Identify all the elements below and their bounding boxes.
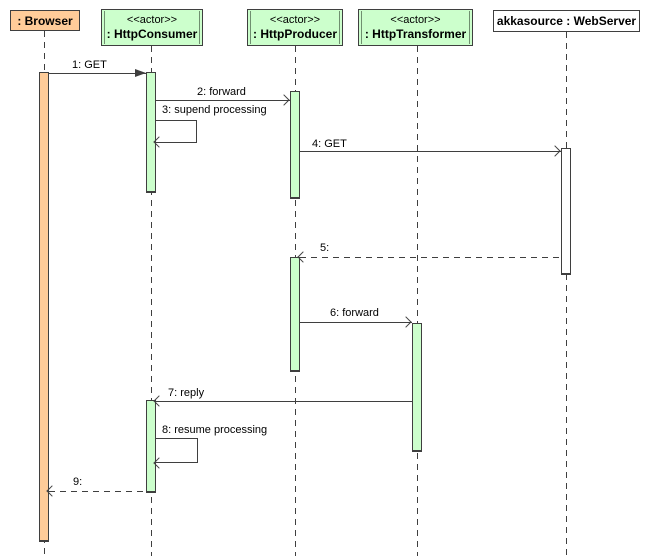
message-3-label: 3: supend processing [162, 104, 267, 116]
participant-name: : Browser [17, 13, 73, 28]
stereotype-label: <<actor>> [269, 14, 321, 26]
message-1-line [49, 73, 146, 74]
message-9-label: 9: [73, 476, 83, 488]
activation-httptransformer [412, 323, 422, 452]
activation-httpconsumer-1 [146, 72, 156, 193]
activation-httpproducer-1 [290, 91, 300, 199]
message-9-line [49, 491, 146, 492]
message-7-label: 7: reply [168, 387, 205, 399]
message-4-arrowhead-icon [549, 145, 561, 157]
message-4-label: 4: GET [312, 138, 347, 150]
participant-name: akkasource : WebServer [496, 14, 637, 28]
message-5-line [300, 257, 561, 258]
message-6-label: 6: forward [330, 307, 379, 319]
participant-httptransformer: <<actor>> : HttpTransformer [358, 9, 473, 46]
message-7-line [156, 401, 412, 402]
stereotype-label: <<actor>> [126, 14, 178, 26]
participant-httpconsumer: <<actor>> : HttpConsumer [101, 9, 203, 46]
message-6-arrowhead-icon [400, 316, 412, 328]
lifeline-webserver [566, 32, 567, 556]
message-8-label: 8: resume processing [162, 424, 268, 436]
activation-webserver [561, 148, 571, 275]
message-3-self-loop [156, 120, 197, 143]
message-1-arrowhead-icon [135, 69, 146, 77]
message-2-arrowhead-icon [278, 94, 290, 106]
message-2-line [156, 100, 290, 101]
participant-name: : HttpProducer [253, 27, 337, 41]
participant-name: : HttpConsumer [106, 27, 198, 41]
message-2-label: 2: forward [197, 86, 246, 98]
stereotype-label: <<actor>> [390, 14, 441, 26]
message-8-self-loop [156, 438, 198, 463]
participant-httpproducer: <<actor>> : HttpProducer [247, 9, 343, 46]
participant-browser: : Browser [10, 10, 80, 31]
lifeline-httpconsumer [151, 46, 152, 556]
participant-webserver: akkasource : WebServer [493, 10, 640, 32]
participant-name: : HttpTransformer [364, 27, 467, 41]
lifeline-httptransformer [417, 46, 418, 556]
message-1-label: 1: GET [72, 59, 107, 71]
message-6-line [300, 322, 412, 323]
activation-browser [39, 72, 49, 542]
message-4-line [300, 151, 561, 152]
message-5-label: 5: [320, 242, 330, 254]
activation-httpproducer-2 [290, 257, 300, 372]
activation-httpconsumer-2 [146, 400, 156, 493]
